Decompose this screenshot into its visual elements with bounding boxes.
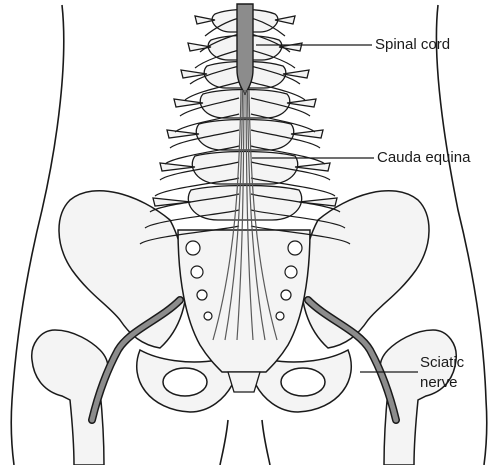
label-sciatic-line2: nerve xyxy=(420,374,458,392)
transverse-process xyxy=(287,99,316,107)
label-spinal-cord: Spinal cord xyxy=(375,36,450,54)
coccyx xyxy=(228,372,260,392)
vertebra xyxy=(196,120,293,151)
spinal-cord xyxy=(237,4,253,94)
label-sciatic-line1: Sciatic xyxy=(420,354,464,372)
transverse-process xyxy=(291,130,323,138)
label-cauda-equina: Cauda equina xyxy=(377,149,470,167)
transverse-process xyxy=(174,99,203,107)
transverse-process xyxy=(167,130,199,138)
